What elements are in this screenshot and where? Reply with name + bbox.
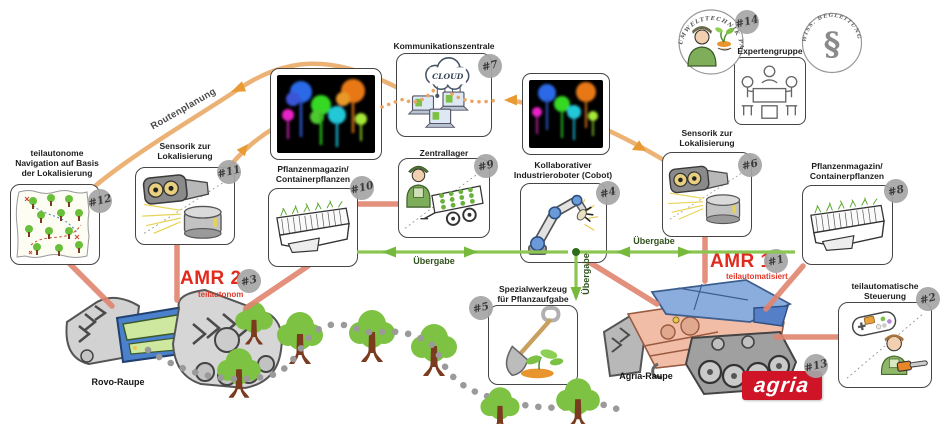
node-magazin-left [268, 188, 358, 267]
shovel-illustration [505, 306, 564, 379]
label-magazin-right: Pflanzenmagazin/ Containerpflanzen [809, 161, 885, 182]
wiss-begleitung-circle: WISS. BEGLEITUNG § [802, 13, 863, 74]
orange-arrowheads [231, 81, 646, 157]
seedling [526, 349, 564, 370]
stereo-camera [668, 165, 729, 194]
plant-trailer [420, 185, 484, 226]
rovo-raupe-label: Rovo-Raupe [91, 377, 145, 387]
sensor-illustration [142, 174, 226, 239]
uebergabe-label-left: Übergabe [413, 256, 455, 266]
amr1-name: AMR 1 [710, 251, 772, 272]
node-nav-map [10, 184, 100, 265]
node-sensor-left [135, 167, 235, 245]
label-sensor-right: Sensorik zur Lokalisierung [679, 128, 735, 149]
label-cobot: Kollaborativer Industrieroboter (Cobot) [513, 160, 613, 181]
node-magazin-right [802, 185, 893, 265]
zentrallager-illustration [404, 165, 484, 229]
agria-raupe-label: Agria-Raupe [619, 371, 673, 381]
robot-arm-illustration [528, 194, 599, 255]
pointcloud-right [522, 73, 610, 155]
umwelttechnik-partner-circle: UMWELTTECHNIK PARTNER [672, 4, 744, 75]
uebergabe-label-right: Übergabe [633, 236, 675, 246]
label-spezialwerkzeug: Spezialwerkzeug für Pflanzaufgabe [497, 284, 569, 305]
lidar-sensor [183, 205, 222, 239]
amr2-name: AMR 2 [180, 268, 242, 289]
agria-logo-text: agria [753, 373, 811, 397]
node-cobot [520, 183, 607, 263]
pointcloud-left [270, 68, 382, 160]
label-expertengruppe: Expertengruppe [737, 46, 803, 56]
gamepad [851, 311, 897, 337]
lidar-sensor [705, 194, 741, 225]
partner-person [687, 26, 735, 67]
label-nav-map: teilautonome Navigation auf Basis der Lo… [15, 148, 99, 179]
stereo-camera [142, 174, 210, 205]
chainsaw-worker [881, 334, 928, 375]
node-spezialwerkzeug [488, 305, 578, 385]
plant-tray-illustration [810, 197, 885, 251]
cloud-computing-illustration: CLOUD [407, 57, 470, 128]
node-zentrallager [398, 158, 490, 238]
amr2-mode: teilautonom [198, 290, 244, 299]
label-steuerung: teilautomatische Steuerung [851, 281, 919, 302]
map-mini-trees [25, 194, 83, 256]
node-steuerung [838, 302, 932, 388]
controller-illustration [846, 311, 928, 379]
amr1-mode: teilautomatisiert [726, 272, 788, 281]
paragraph-icon: § [824, 25, 841, 63]
map-illustration [15, 190, 90, 258]
forester-person [406, 165, 431, 208]
sensor-illustration [668, 165, 744, 225]
label-zentrallager: Zentrallager [419, 148, 469, 158]
label-sensor-left: Sensorik zur Lokalisierung [157, 141, 213, 162]
plant-tray-illustration [276, 200, 350, 254]
node-expertengruppe [734, 57, 806, 125]
label-magazin-left: Pflanzenmagazin/ Containerpflanzen [275, 164, 351, 185]
label-kommunikationszentrale: Kommunikationszentrale [393, 41, 495, 51]
uebergabe-label-down: Übergabe [581, 253, 591, 295]
meeting-illustration [741, 65, 798, 119]
cloud-label: CLOUD [432, 72, 464, 81]
red-links [65, 201, 844, 340]
